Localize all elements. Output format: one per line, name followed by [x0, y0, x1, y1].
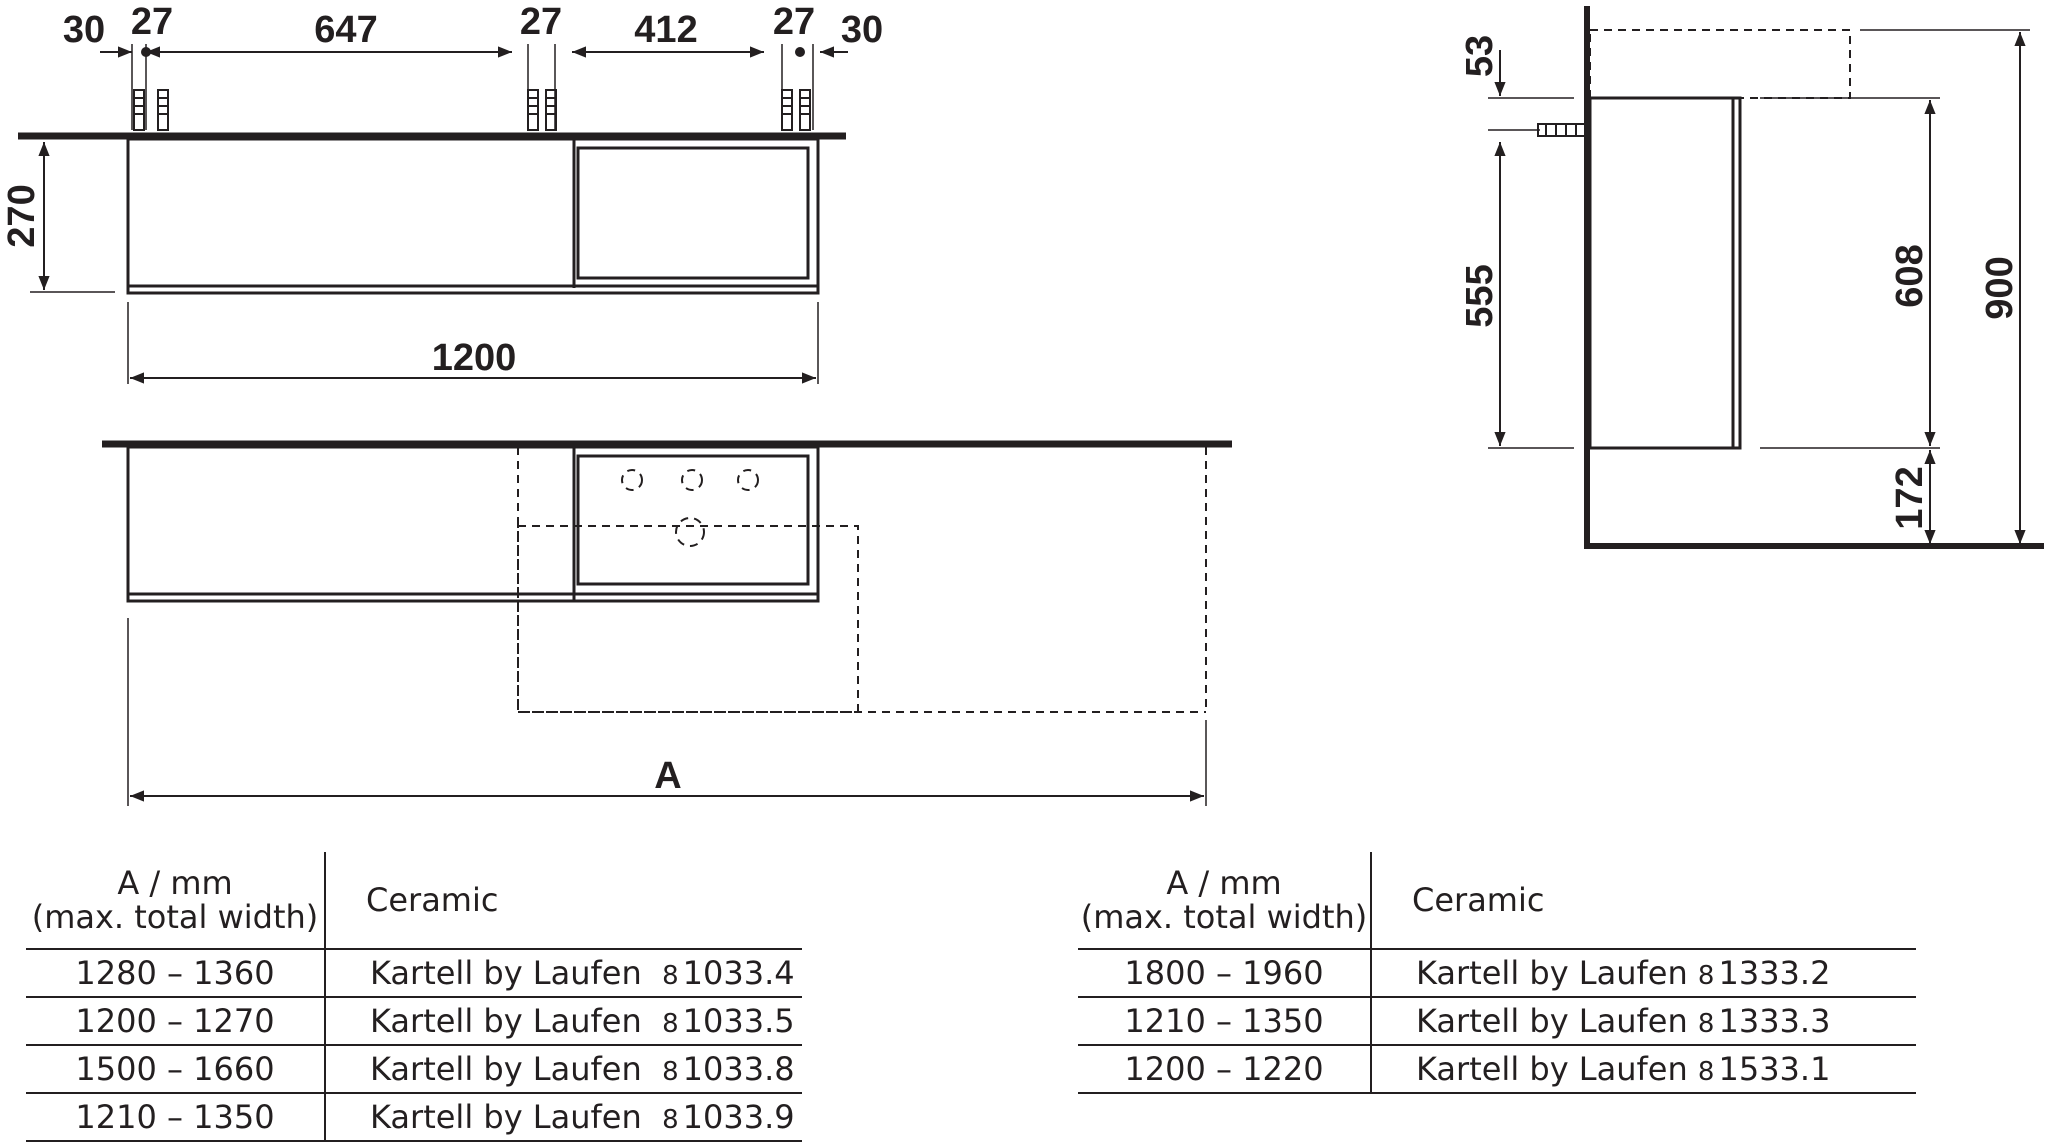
col-header-ceramic: Ceramic — [1371, 852, 1916, 950]
row-range: 1200 – 1270 — [26, 997, 326, 1046]
wall-plugs — [133, 89, 811, 131]
side-view: 53 555 608 172 900 — [1459, 6, 2044, 549]
compatibility-table-left: A / mm (max. total width) Ceramic 1280 –… — [26, 852, 802, 1142]
basin-outline-dashed — [1589, 29, 1851, 99]
col-header-ceramic: Ceramic — [325, 852, 802, 950]
vanity-unit-top — [126, 137, 820, 295]
dim-width-1200: 1200 — [127, 302, 819, 384]
header-max-width: (max. total width) — [1080, 898, 1368, 936]
dim-270-label: 270 — [1, 184, 43, 247]
row-range: 1280 – 1360 — [26, 949, 326, 998]
row-range: 1800 – 1960 — [1078, 949, 1372, 998]
dim-608-label: 608 — [1889, 244, 1931, 307]
dim-top-412: 412 — [634, 9, 697, 51]
dim-height-270: 270 — [1, 142, 115, 293]
dim-555-label: 555 — [1459, 264, 1501, 327]
dim-top-647: 647 — [314, 9, 377, 51]
dim-900-label: 900 — [1979, 256, 2021, 319]
dim-53-label: 53 — [1459, 35, 1501, 77]
compatibility-table-right: A / mm (max. total width) Ceramic 1800 –… — [1078, 852, 1916, 1094]
header-max-width: (max. total width) — [31, 898, 319, 936]
front-view-bottom: A — [102, 440, 1232, 806]
washbasin-outline-dashed — [517, 447, 1207, 713]
top-dimension-chain: 30 27 647 27 412 27 30 — [63, 1, 883, 130]
dim-width-a: A — [127, 618, 1207, 806]
dim-top-27-left: 27 — [131, 1, 173, 43]
front-view-top: 30 27 647 27 412 27 30 270 — [1, 1, 883, 384]
dim-top-27-middle: 27 — [520, 1, 562, 43]
header-a-mm: A / mm — [117, 864, 233, 902]
dim-1200-label: 1200 — [432, 337, 517, 379]
row-range: 1500 – 1660 — [26, 1045, 326, 1094]
side-wall-plug — [1537, 123, 1587, 137]
cabinet-side — [1588, 96, 1742, 450]
dim-172-label: 172 — [1889, 466, 1931, 529]
dim-top-30-left: 30 — [63, 9, 105, 51]
row-range: 1210 – 1350 — [1078, 997, 1372, 1046]
header-a-mm: A / mm — [1166, 864, 1282, 902]
dim-a-label: A — [654, 755, 681, 797]
dim-top-30-right: 30 — [841, 9, 883, 51]
row-range: 1200 – 1220 — [1078, 1045, 1372, 1094]
col-header-width: A / mm (max. total width) — [1078, 852, 1372, 950]
row-range: 1210 – 1350 — [26, 1093, 326, 1142]
dim-top-27-right: 27 — [773, 1, 815, 43]
col-header-width: A / mm (max. total width) — [26, 852, 326, 950]
